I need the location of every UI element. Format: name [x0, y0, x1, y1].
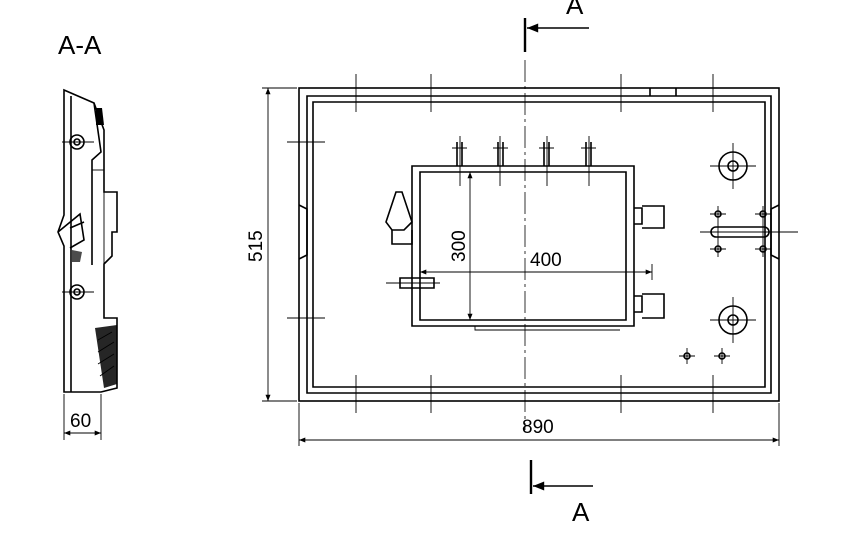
- opening-height-dimension: 300: [449, 171, 473, 320]
- side-lugs: [634, 205, 665, 319]
- section-profile: [57, 88, 118, 393]
- latch-handle: [385, 191, 440, 289]
- depth-value: 60: [70, 411, 91, 432]
- section-view: A-A: [57, 30, 118, 440]
- depth-dimension: 60: [63, 394, 102, 440]
- width-value: 890: [522, 417, 554, 438]
- section-marker-top: A: [523, 0, 589, 52]
- opening-width-value: 400: [530, 250, 562, 271]
- hinge-pins: [452, 136, 596, 186]
- mounting-holes: [679, 143, 798, 364]
- height-dimension: 515: [246, 87, 297, 402]
- outer-frame: [298, 87, 780, 402]
- width-dimension: 890: [298, 403, 780, 446]
- opening-width-dimension: 400: [420, 250, 653, 280]
- front-view: 515 890 300 400: [246, 60, 798, 446]
- height-value: 515: [246, 230, 267, 262]
- section-marker-bottom: A: [529, 460, 593, 527]
- section-title: A-A: [58, 30, 102, 60]
- opening-height-value: 300: [449, 230, 470, 262]
- section-label-top: A: [566, 0, 584, 20]
- door-opening: [411, 165, 635, 331]
- section-label-bottom: A: [572, 497, 590, 527]
